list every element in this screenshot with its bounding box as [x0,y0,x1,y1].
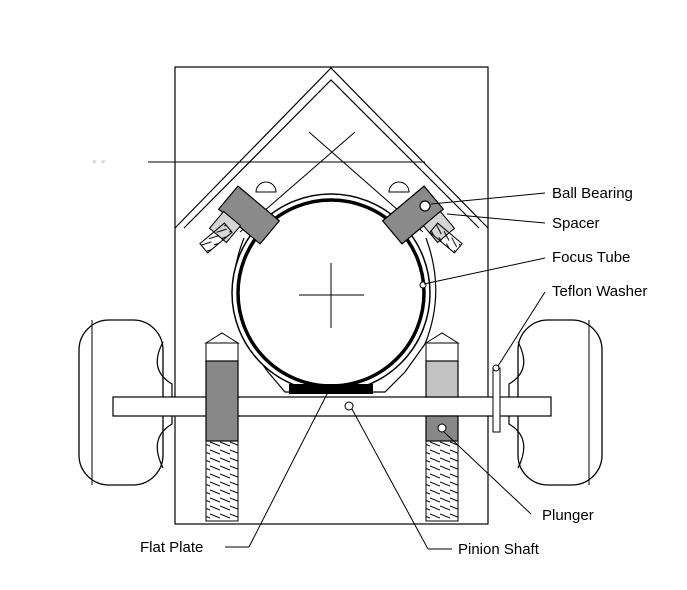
leader-pinion-shaft [351,408,429,550]
pinion-shaft [112,396,552,417]
pinion-shaft-center [344,401,354,411]
leader-ball-bearing [430,192,546,205]
label-ball-bearing: Ball Bearing [552,185,633,202]
left-bearing-assembly [199,181,281,254]
focus-tube-point [419,281,427,289]
right-knob [508,319,603,486]
right-plunger-column [424,332,460,522]
teflon-washer-ball [492,364,500,372]
left-plunger-column [204,332,240,522]
teflon-washer [492,367,501,433]
label-flat-plate: Flat Plate [140,539,203,556]
housing-roof-outer [174,67,489,229]
label-plunger: Plunger [542,507,594,524]
flat-plate [289,384,373,394]
leader-spacer [446,213,546,224]
housing-roof-inner [183,79,480,229]
leader-focus-tube [423,257,546,285]
label-spacer: Spacer [552,215,600,232]
label-teflon-washer: Teflon Washer [552,283,647,300]
right-bearing-assembly [381,181,463,254]
label-focus-tube: Focus Tube [552,249,630,266]
leader-flat-plate [248,391,329,548]
faint-mark: • • [92,153,106,169]
leader-plunger [443,431,532,515]
label-pinion-shaft: Pinion Shaft [458,541,540,558]
leader-teflon-washer [497,291,546,367]
